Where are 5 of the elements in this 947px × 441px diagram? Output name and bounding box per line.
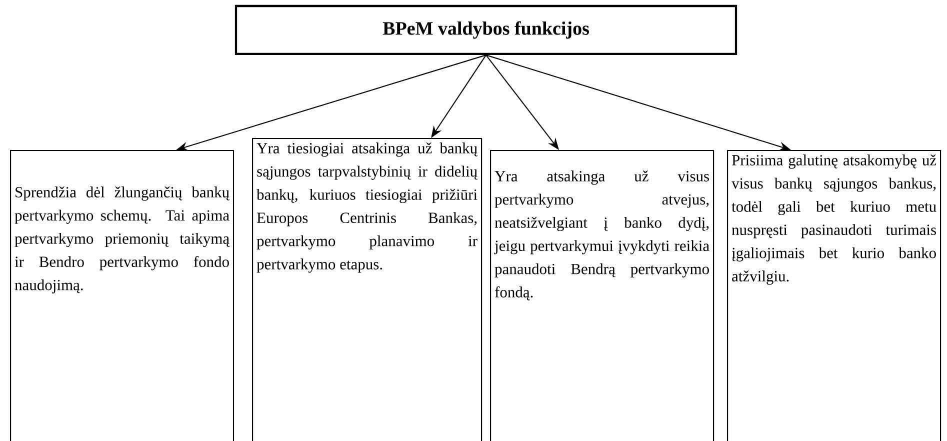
text-box: Sprendžia dėl žlungančių bankų pertvarkymo schemų. Tai apima pertvarkymo priemonių taikymą ir Bendro pertvarkymo fondo naudojimą. bbox=[10, 150, 234, 441]
text-box: Yra tiesiogiai atsakinga už bankų sąjungos tarpvalstybinių ir didelių bankų, kuriuos tiesiogiai prižiūri Europos Centrinis Bankas, pertvarkymo planavimo ir pertvarkymo etapus. bbox=[252, 138, 482, 441]
text-box: Yra atsakinga už visus pertvarkymo atvejus, neatsižvelgiant į banko dydį, jeigu pertvarkymui įvykdyti reikia panaudoti Bendrą pertvarkymo fondą. bbox=[490, 150, 714, 441]
title-box: BPeM valdybos funkcijos bbox=[234, 4, 738, 56]
text-box: Prisiima galutinę atsakomybę už visus bankų sąjungos bankus, todėl gali bet kuriuo metu nuspręsti pasinaudoti turimais įgaliojimais bet kurio banko atžvilgiu. bbox=[727, 150, 942, 441]
